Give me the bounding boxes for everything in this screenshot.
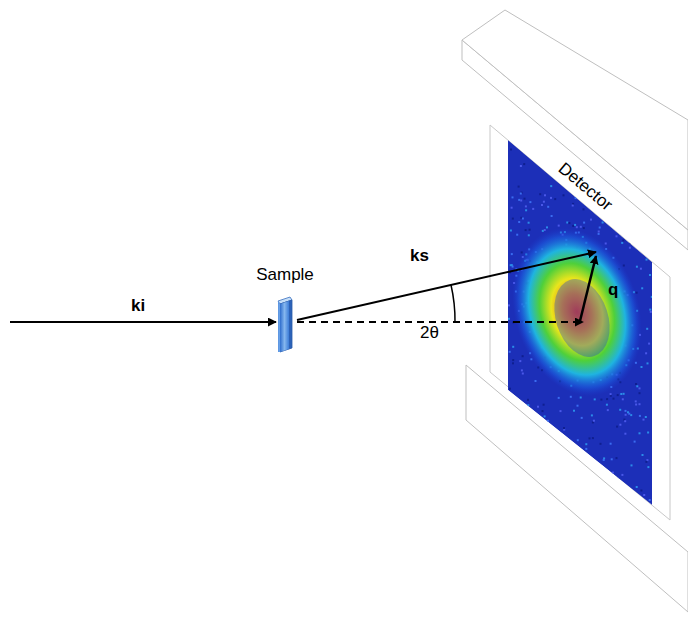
incident-beam	[10, 321, 276, 323]
transmitted-beam	[297, 321, 583, 323]
vector-label: ki	[131, 296, 145, 316]
vector-label: q	[608, 280, 618, 300]
angle-arc	[451, 285, 455, 322]
detector-image	[491, 140, 662, 507]
scattered-beam	[297, 252, 596, 320]
angle-label: 2θ	[420, 323, 439, 343]
sample-label: Sample	[256, 265, 314, 285]
sample-node: Sample	[245, 265, 325, 355]
q-vector	[580, 256, 596, 321]
detector-node: Detector	[508, 140, 652, 505]
detector-label: Detector	[554, 159, 616, 216]
wavevector-label: ks	[410, 246, 429, 266]
